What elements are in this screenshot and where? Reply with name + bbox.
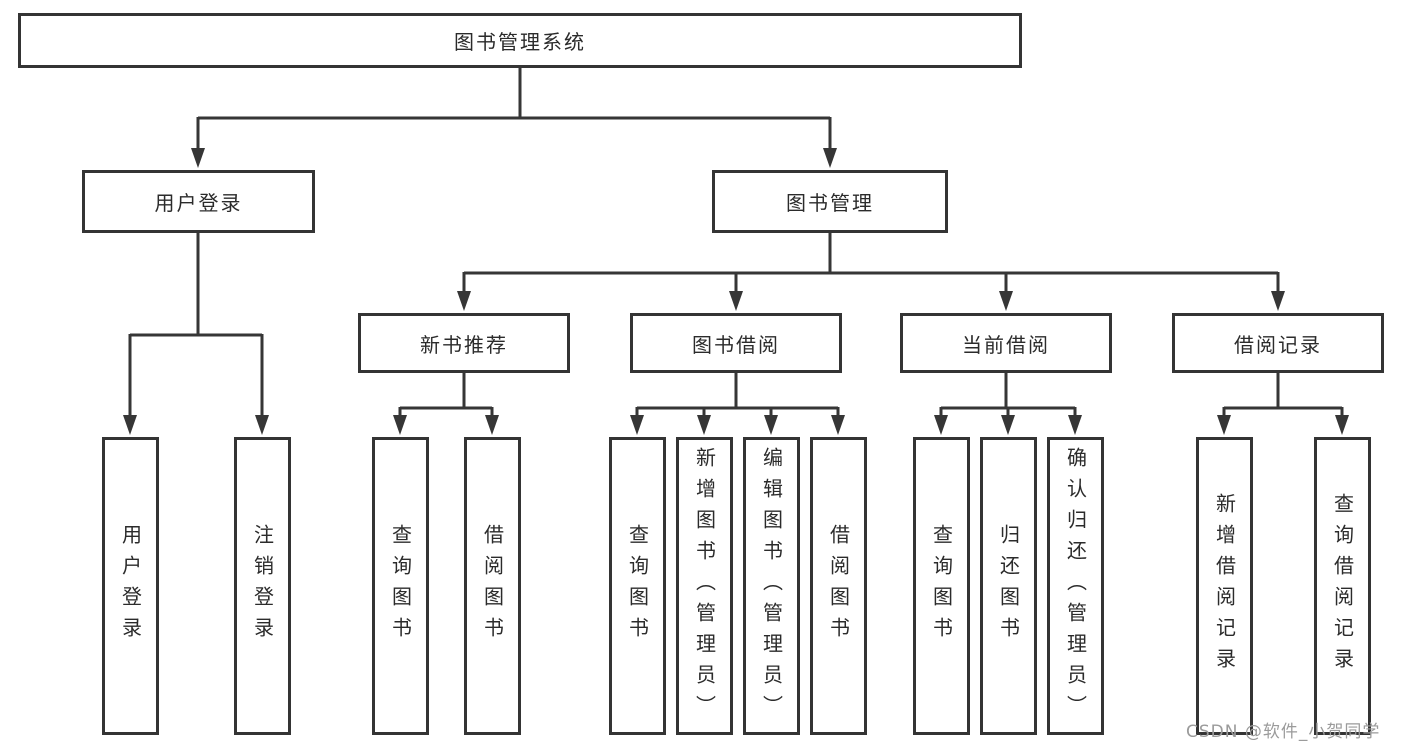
node-label: 确认归还（管理员） (1063, 446, 1088, 726)
node-new-book-recommendation: 新书推荐 (358, 313, 570, 373)
node-label: 新增图书（管理员） (692, 446, 717, 726)
node-label: 图书管理 (786, 191, 874, 215)
leaf-add-borrow-record: 新增借阅记录 (1196, 437, 1253, 735)
node-borrowing-records: 借阅记录 (1172, 313, 1384, 373)
leaf-query-books: 查询图书 (609, 437, 666, 735)
arrowheads (123, 148, 1349, 435)
leaf-query-books-current: 查询图书 (913, 437, 970, 735)
node-label: 查询图书 (388, 524, 413, 648)
node-label: 用户登录 (118, 524, 143, 648)
node-label: 图书借阅 (692, 332, 780, 357)
leaf-add-books-admin: 新增图书（管理员） (676, 437, 733, 735)
leaf-edit-books-admin: 编辑图书（管理员） (743, 437, 800, 735)
csdn-watermark: CSDN @软件_小贺同学 (1186, 722, 1381, 742)
node-label: 注销登录 (250, 524, 275, 648)
node-label: 归还图书 (996, 524, 1021, 648)
node-label: 新增借阅记录 (1212, 493, 1237, 679)
node-label: 编辑图书（管理员） (759, 446, 784, 726)
leaf-query-borrow-record: 查询借阅记录 (1314, 437, 1371, 735)
node-label: 用户登录 (154, 191, 243, 215)
node-book-management: 图书管理 (712, 170, 948, 233)
node-label: 借阅图书 (480, 524, 505, 648)
node-label: 新书推荐 (420, 332, 508, 357)
node-library-management-system: 图书管理系统 (18, 13, 1022, 68)
leaf-confirm-return-admin: 确认归还（管理员） (1047, 437, 1104, 735)
node-label: 借阅图书 (826, 524, 851, 648)
node-label: 当前借阅 (962, 332, 1050, 357)
node-label: 查询图书 (929, 524, 954, 648)
node-user-login: 用户登录 (82, 170, 315, 233)
node-current-borrowing: 当前借阅 (900, 313, 1112, 373)
leaf-borrow-books-recommend: 借阅图书 (464, 437, 521, 735)
node-book-borrowing: 图书借阅 (630, 313, 842, 373)
leaf-return-books: 归还图书 (980, 437, 1037, 735)
node-label: 查询图书 (625, 524, 650, 648)
leaf-logout: 注销登录 (234, 437, 291, 735)
node-label: 查询借阅记录 (1330, 493, 1355, 679)
leaf-borrow-books: 借阅图书 (810, 437, 867, 735)
leaf-query-books-recommend: 查询图书 (372, 437, 429, 735)
node-label: 图书管理系统 (454, 30, 586, 54)
leaf-user-login: 用户登录 (102, 437, 159, 735)
node-label: 借阅记录 (1234, 332, 1322, 357)
